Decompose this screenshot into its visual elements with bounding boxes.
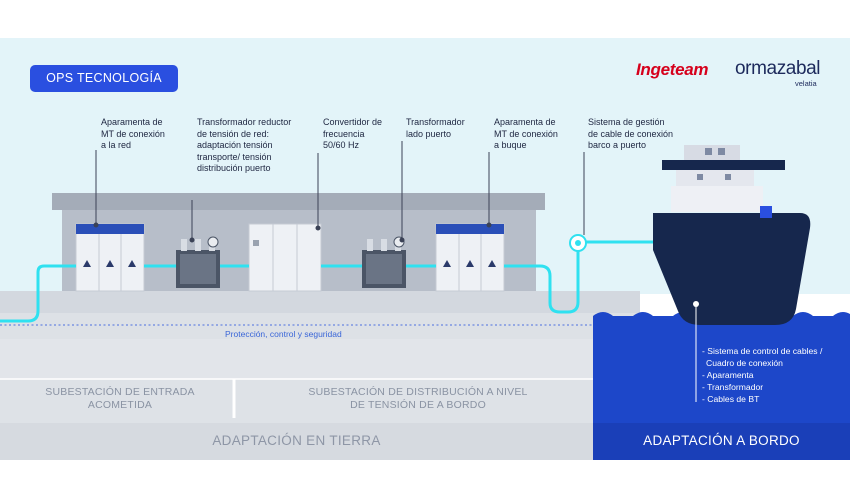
segment-line: SUBESTACIÓN DE DISTRIBUCIÓN A NIVEL (308, 386, 528, 398)
ingeteam-logo: Ingeteam (636, 60, 709, 79)
annotation-line: Transformador (406, 117, 465, 127)
ship (653, 145, 811, 402)
annotation-line: lado puerto (406, 128, 452, 139)
annotation-line: MT de conexión (101, 128, 165, 139)
segment-entrada-label: SUBESTACIÓN DE ENTRADA ACOMETIDA (20, 386, 220, 412)
segment-line: DE TENSIÓN DE A BORDO (350, 399, 486, 411)
annotation-line: transporte/ tensión (197, 151, 272, 162)
annotation-line: Convertidor de (323, 117, 383, 127)
annotation-line: 50/60 Hz (323, 140, 360, 150)
annotation-line: barco a puerto (588, 140, 647, 150)
cable-reel-hub (575, 240, 581, 246)
frequency-converter (248, 223, 322, 292)
annotation-line: a la red (101, 140, 132, 150)
building-roof (52, 193, 545, 210)
annotation-frequency-converter: Convertidor de frecuencia 50/60 Hz (323, 117, 382, 152)
segment-line: SUBESTACIÓN DE ENTRADA (45, 386, 195, 398)
switchgear-grid-equipment (75, 223, 145, 292)
protection-label: Protección, control y seguridad (225, 329, 342, 339)
annotation-line: Sistema de gestión (588, 117, 665, 127)
port-side-transformer (362, 236, 406, 288)
list-item: - Cables de BT (702, 394, 760, 404)
annotation-line: de tensión de red: (197, 128, 270, 139)
page-title: OPS TECNOLOGÍA (30, 65, 178, 92)
annotation-line: Transformador reductor (197, 117, 292, 127)
ormazabal-logo: ormazabal (735, 58, 821, 79)
bordo-band (593, 423, 850, 460)
annotation-line: a buque (494, 140, 527, 150)
list-item: - Transformador (702, 382, 764, 392)
annotation-line: frecuencia (323, 128, 365, 139)
annotation-grid-switchgear: Aparamenta de MT de conexión a la red (101, 117, 165, 152)
step-down-transformer (176, 236, 220, 288)
annotation-line: Aparamenta de (101, 117, 163, 127)
annotation-ship-switchgear: Aparamenta de MT de conexión a buque (494, 117, 558, 152)
velatia-logo-sub: velatia (795, 79, 817, 88)
segment-line: ACOMETIDA (87, 399, 153, 411)
annotation-leaders (93, 141, 585, 243)
ship-equipment-list: - Sistema de control de cables / Cuadro … (702, 345, 822, 405)
annotation-line: distribución puerto (197, 163, 271, 173)
annotation-line: de cable de conexión (588, 128, 674, 139)
list-item: Cuadro de conexión (706, 358, 783, 368)
tierra-band (0, 423, 640, 460)
list-item: - Aparamenta (702, 370, 754, 380)
quay-top (0, 291, 640, 313)
tierra-label: ADAPTACIÓN EN TIERRA (212, 433, 381, 448)
segment-distribucion-label: SUBESTACIÓN DE DISTRIBUCIÓN A NIVEL DE T… (248, 386, 588, 412)
switchgear-ship-equipment (435, 223, 505, 292)
segment-band (0, 379, 640, 423)
bordo-label: ADAPTACIÓN A BORDO (643, 433, 800, 448)
quay-middle (0, 313, 640, 339)
list-item: - Sistema de control de cables / (702, 346, 823, 356)
annotation-line: Aparamenta de (494, 117, 556, 127)
annotation-line: MT de conexión (494, 128, 558, 139)
annotation-line: adaptación tensión (197, 140, 273, 150)
power-cable (0, 240, 655, 323)
quay-lower (0, 339, 640, 379)
annotation-cable-management: Sistema de gestión de cable de conexión … (588, 117, 673, 152)
annotation-step-down-transformer: Transformador reductor de tensión de red… (197, 117, 291, 175)
annotation-port-transformer: Transformador lado puerto (406, 117, 465, 140)
